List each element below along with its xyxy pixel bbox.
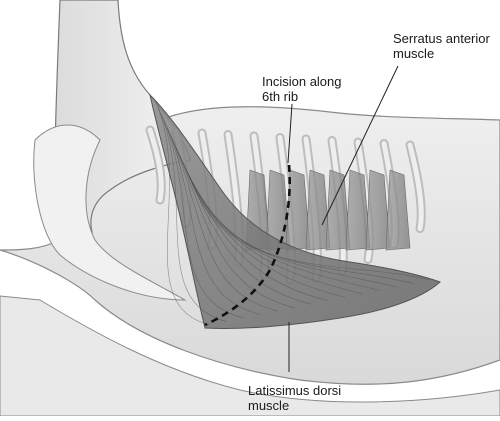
serratus-label-line2: muscle [393,46,435,61]
serratus-label: Serratus anterior muscle [393,31,490,61]
incision-label: Incision along 6th rib [262,74,342,104]
muscle-fiber [191,182,414,284]
axilla-fold [33,124,187,301]
rib-highlight [147,127,164,203]
rib-highlight [355,139,372,262]
muscle-fiber [157,106,227,322]
serratus-anterior-muscle [245,169,411,251]
lower-flank [0,295,500,417]
muscle-fiber [182,162,363,295]
rib-highlight [407,142,424,232]
serratus-leader-line [321,65,399,226]
muscle-fiber [194,189,431,281]
incision-label-line1: Incision along [262,74,342,89]
latissimus-fibers [154,99,431,326]
muscle-fiber [154,99,211,326]
muscle-fiber [163,120,261,315]
latissimus-label-line2: muscle [248,398,290,413]
incision-leader-line [287,103,293,164]
latissimus-label: Latissimus dorsi muscle [248,383,341,413]
muscle-fiber [188,176,397,288]
muscle-fiber [170,134,295,308]
serratus-label-line1: Serratus anterior [393,31,490,46]
latissimus-label-line1: Latissimus dorsi [248,383,342,398]
muscle-fiber [185,169,380,291]
muscle-fiber [167,127,278,312]
muscle-fiber [160,113,244,319]
incision-label-line2: 6th rib [262,89,299,104]
serratus-slip [385,169,411,251]
